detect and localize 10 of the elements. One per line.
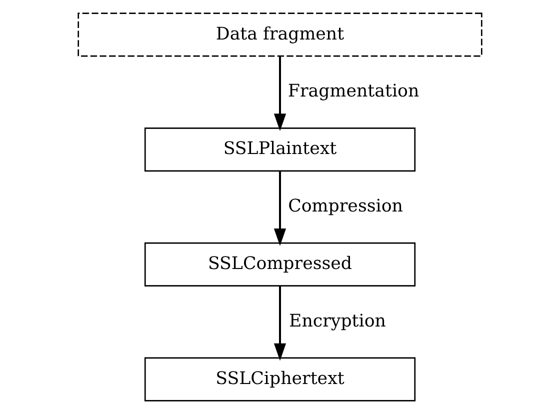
node-box: SSLCompressed [144, 242, 416, 286]
arrow [273, 170, 286, 246]
arrow [273, 56, 286, 132]
edge-label: Encryption [288, 311, 386, 332]
edge-label: Fragmentation [287, 82, 419, 102]
node-box: SSLCiphertext [144, 357, 416, 402]
node-box: Data fragment [77, 12, 482, 57]
node-box: SSLPlaintext [144, 128, 416, 172]
edge-label: Compression [288, 196, 402, 217]
arrow [273, 286, 286, 361]
